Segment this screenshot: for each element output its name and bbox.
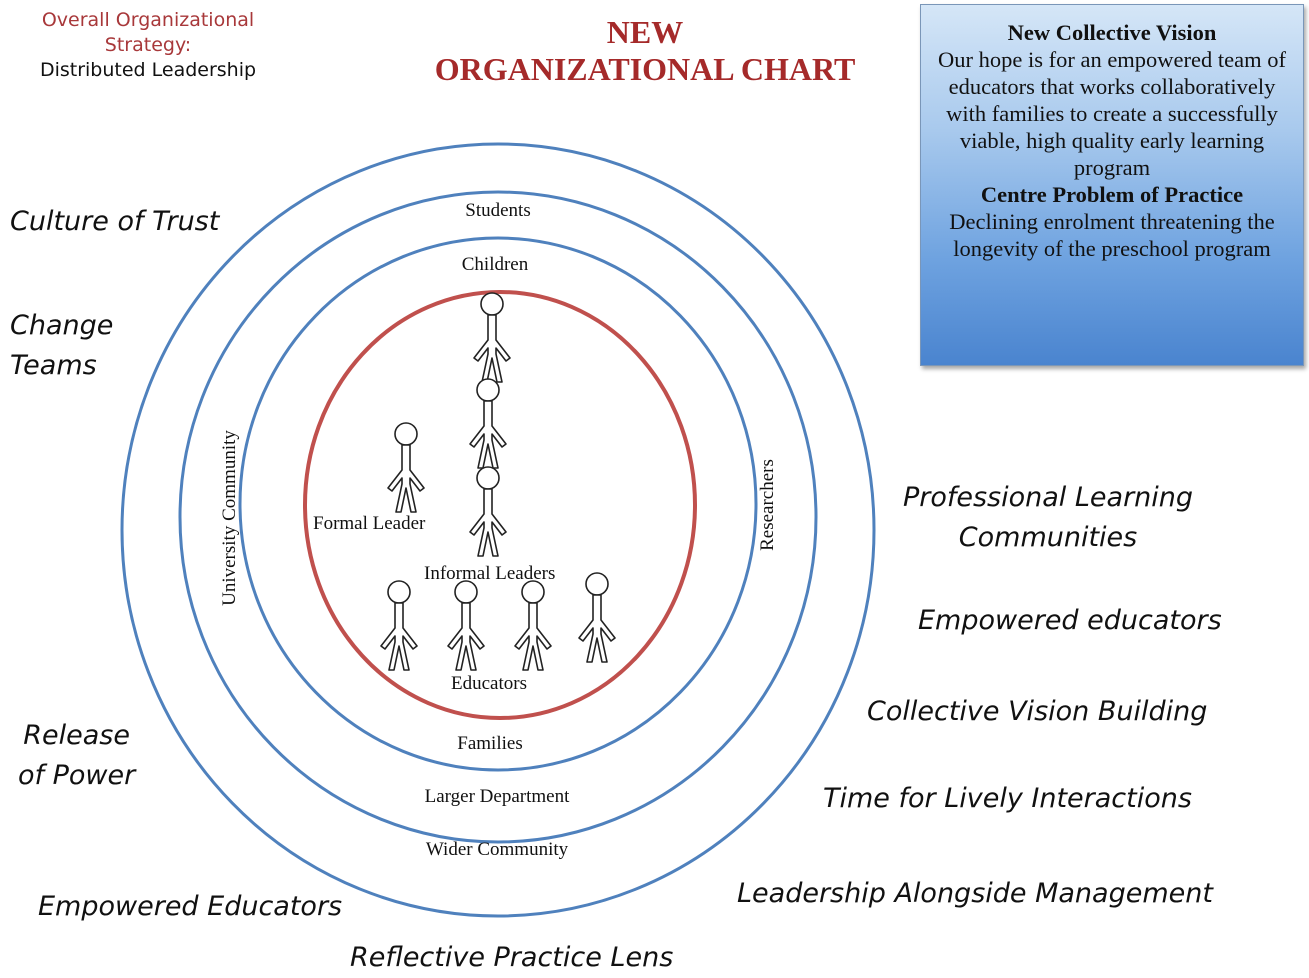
release-of-power-line-1: Release (23, 720, 130, 751)
vision-heading: New Collective Vision (1007, 20, 1217, 45)
educator-3-icon (514, 580, 552, 671)
reflective-practice-label: Reflective Practice Lens (350, 942, 674, 973)
collective-vision-building-label: Collective Vision Building (867, 696, 1208, 727)
middle-ring (178, 190, 818, 844)
core-ring (303, 290, 697, 720)
formal-leader-label: Formal Leader (313, 513, 426, 534)
lively-interactions-label: Time for Lively Interactions (823, 783, 1192, 814)
change-teams-line-2: Teams (10, 350, 97, 381)
educators-label: Educators (451, 673, 527, 694)
inner-ring (238, 236, 758, 772)
plc-label: Professional Learning Communities (898, 478, 1198, 558)
leadership-management-label: Leadership Alongside Management (737, 878, 1213, 909)
chart-title: NEW ORGANIZATIONAL CHART (395, 14, 895, 88)
title-line-2: ORGANIZATIONAL CHART (434, 51, 856, 87)
plc-line-2: Communities (958, 522, 1138, 553)
educator-2-icon (447, 580, 485, 671)
release-of-power-line-2: of Power (18, 760, 136, 791)
empowered-educators-right-label: Empowered educators (918, 605, 1222, 636)
empowered-educators-left-label: Empowered Educators (38, 891, 343, 922)
formal-leader-icon (387, 422, 425, 513)
larger-department-label: Larger Department (424, 786, 570, 807)
educator-1-icon (380, 580, 418, 671)
strategy-block: Overall Organizational Strategy: Distrib… (10, 8, 286, 83)
strategy-label: Overall Organizational Strategy: (41, 9, 255, 56)
plc-line-1: Professional Learning (902, 482, 1194, 513)
educator-4-icon (578, 572, 616, 663)
university-community-label: University Community (219, 430, 240, 606)
person-upper-icon (469, 378, 507, 469)
outer-ring (120, 142, 876, 918)
change-teams-label: Change Teams (10, 306, 113, 386)
researchers-label: Researchers (757, 459, 778, 551)
release-of-power-label: Release of Power (18, 716, 135, 796)
children-label: Children (461, 254, 529, 275)
families-label: Families (457, 733, 523, 754)
title-line-1: NEW (606, 14, 684, 50)
problem-text: Declining enrolment threatening the long… (949, 209, 1275, 261)
vision-box: New Collective Vision Our hope is for an… (920, 4, 1304, 366)
informal-leaders-label: Informal Leaders (424, 563, 556, 584)
students-label: Students (465, 200, 531, 221)
culture-of-trust-label: Culture of Trust (10, 206, 220, 237)
person-top-icon (473, 292, 511, 383)
problem-heading: Centre Problem of Practice (980, 182, 1244, 207)
change-teams-line-1: Change (10, 310, 114, 341)
person-mid-icon (469, 466, 507, 557)
vision-text: Our hope is for an empowered team of edu… (937, 47, 1286, 180)
strategy-value: Distributed Leadership (39, 59, 257, 81)
wider-community-label: Wider Community (425, 839, 569, 860)
